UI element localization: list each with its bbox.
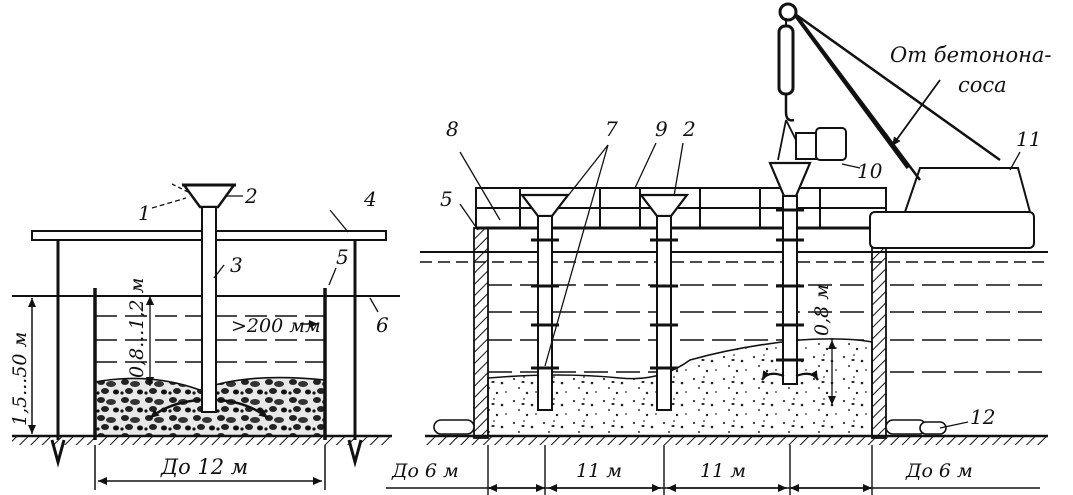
left-piles [50, 240, 363, 468]
left-callout-5: 5 [336, 245, 349, 269]
right-callout-7: 7 [605, 117, 618, 141]
spacing-edge-left-label: До 6 м [391, 460, 459, 482]
spacing-edge-right-label: До 6 м [905, 460, 973, 482]
left-flow-arrows [149, 398, 269, 419]
right-sheet-wall-right [871, 227, 887, 439]
left-leaders [151, 183, 379, 313]
right-scheme: 8 5 7 9 2 10 11 12 От бетонона- соса 0,8… [386, 2, 1052, 495]
right-callout-8: 8 [446, 117, 459, 141]
spacing-mid2-label: 11 м [700, 460, 746, 482]
crane [777, 2, 1035, 249]
right-tremie-2 [638, 193, 690, 411]
right-tremie-1 [519, 193, 571, 411]
left-width-dim [94, 445, 326, 490]
left-layer-label: >200 мм [231, 315, 321, 337]
left-depth-label: 1,5...50 м [9, 332, 31, 426]
left-scheme: 1 2 3 4 5 6 >200 мм 0,8...1,2 м 1,5...50… [9, 183, 400, 490]
right-callout-5: 5 [440, 187, 453, 211]
right-callout-11: 11 [1016, 127, 1041, 151]
pump-source-line2: соса [958, 73, 1007, 97]
left-callout-2: 2 [244, 184, 258, 208]
right-spacing-dim [386, 445, 1040, 495]
left-callout-1: 1 [138, 201, 151, 225]
right-callout-12: 12 [970, 405, 995, 429]
right-ground [425, 434, 1048, 445]
spacing-mid1-label: 11 м [576, 460, 622, 482]
right-sheet-wall-left [473, 227, 489, 439]
right-sandbags [433, 419, 947, 435]
right-immersion-label: 0,8 м [811, 284, 833, 336]
left-callout-4: 4 [363, 187, 377, 211]
left-ground [12, 434, 392, 445]
pump-source-line1: От бетонона- [890, 43, 1052, 67]
left-callout-6: 6 [376, 313, 389, 337]
left-tremie-pipe [201, 206, 217, 413]
left-callout-3: 3 [230, 253, 243, 277]
right-tremie-3 [768, 161, 812, 385]
right-concrete-mass [487, 338, 873, 437]
right-leaders [459, 142, 1021, 429]
left-width-label: До 12 м [160, 455, 248, 479]
right-flow-arrows [761, 370, 819, 381]
pump-supply-arrow [891, 79, 941, 147]
right-callout-10: 10 [857, 159, 883, 183]
right-callout-9: 9 [655, 117, 668, 141]
right-callout-2: 2 [682, 117, 696, 141]
left-immersion-label: 0,8...1,2 м [126, 278, 148, 378]
